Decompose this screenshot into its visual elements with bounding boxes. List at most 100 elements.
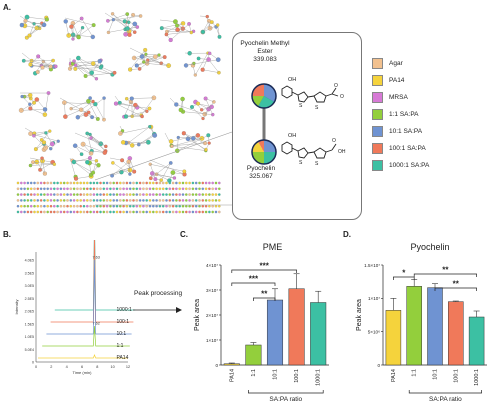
network-node	[79, 152, 84, 156]
network-node	[31, 160, 35, 165]
singleton-node	[23, 210, 26, 214]
singleton-node	[72, 187, 76, 191]
singleton-node	[95, 187, 99, 191]
singleton-node	[82, 210, 86, 214]
chrom-y-tick: 4.0E5	[25, 259, 34, 263]
singleton-node	[46, 199, 49, 202]
singleton-node	[175, 210, 178, 214]
panel-d-letter: D.	[343, 230, 351, 239]
singleton-node	[218, 181, 221, 185]
singleton-node	[128, 210, 132, 214]
singleton-node	[135, 210, 139, 214]
singleton-node	[198, 187, 201, 191]
bar	[427, 287, 443, 366]
singleton-node	[175, 181, 178, 185]
network-node	[28, 102, 32, 106]
y-tick-label: 0	[215, 363, 218, 368]
singleton-node	[181, 181, 185, 185]
singleton-node	[26, 187, 30, 191]
singleton-node	[29, 193, 33, 196]
pyochelin-name: Pyochelin	[246, 165, 276, 172]
legend-label: PA14	[389, 77, 405, 84]
singleton-node	[165, 181, 168, 185]
singleton-node	[66, 210, 69, 214]
singleton-node	[39, 181, 43, 185]
singleton-node	[69, 210, 73, 214]
singleton-node	[29, 204, 33, 208]
pme-node-label: Pyochelin Methyl Ester 339.083	[234, 40, 296, 64]
singleton-node	[36, 181, 40, 185]
singleton-node	[46, 187, 49, 191]
singleton-node	[211, 199, 214, 202]
singleton-node	[102, 193, 106, 196]
singleton-node	[59, 187, 63, 191]
singleton-node	[161, 187, 165, 191]
singleton-node	[33, 210, 36, 214]
network-node	[63, 114, 68, 119]
singleton-node	[16, 199, 20, 202]
singleton-node	[36, 193, 40, 196]
singleton-node	[23, 199, 26, 202]
singleton-node	[145, 181, 148, 185]
singleton-node	[191, 210, 195, 214]
singleton-node	[115, 199, 119, 202]
singleton-node	[119, 193, 122, 196]
singleton-node	[26, 210, 30, 214]
singleton-node	[194, 210, 198, 214]
category-label: PA14	[229, 369, 235, 382]
singleton-node	[56, 204, 59, 208]
singleton-node	[86, 181, 89, 185]
singleton-node	[43, 193, 46, 196]
singleton-node	[194, 187, 198, 191]
singleton-node	[76, 181, 79, 185]
singleton-node	[53, 187, 56, 191]
singleton-node	[152, 199, 155, 202]
singleton-node	[92, 187, 96, 191]
singleton-node	[128, 187, 132, 191]
singleton-node	[76, 187, 79, 191]
singleton-node	[125, 199, 129, 202]
singleton-node	[26, 193, 30, 196]
singleton-node	[23, 181, 26, 185]
singleton-node	[168, 210, 172, 214]
chrom-x-tick: 0	[35, 365, 37, 369]
singleton-node	[201, 210, 205, 214]
chrom-trace-label: 100:1	[116, 319, 129, 325]
singleton-node	[198, 199, 201, 202]
chrom-trace	[50, 240, 134, 323]
singleton-node	[105, 199, 109, 202]
singleton-node	[171, 199, 175, 202]
singleton-node	[105, 181, 109, 185]
singleton-node	[132, 181, 135, 185]
singleton-node	[165, 210, 168, 214]
singleton-node	[214, 193, 218, 196]
category-label: 10:1	[433, 369, 439, 380]
chromatogram: 4.0E53.5E53.0E52.5E52.0E51.5E51.0E55.0E4…	[14, 240, 182, 375]
singleton-node	[171, 187, 175, 191]
singleton-node	[86, 204, 89, 208]
category-label: 100:1	[294, 369, 300, 383]
singleton-node	[109, 187, 112, 191]
singleton-node	[142, 210, 145, 214]
svg-text:S: S	[299, 103, 303, 109]
singleton-node	[214, 199, 218, 202]
singleton-node	[53, 199, 56, 202]
singleton-node	[109, 193, 112, 196]
singleton-node	[168, 199, 172, 202]
singleton-node	[158, 181, 162, 185]
singleton-node	[33, 199, 36, 202]
singleton-node	[132, 199, 135, 202]
singleton-node	[161, 210, 165, 214]
singleton-node	[99, 181, 102, 185]
singleton-node	[20, 210, 23, 214]
singleton-node	[158, 199, 162, 202]
singleton-node	[178, 181, 181, 185]
singleton-node	[152, 181, 155, 185]
singleton-node	[62, 199, 66, 202]
category-label: 1000:1	[316, 369, 322, 386]
significance-stars: ***	[249, 275, 259, 284]
singleton-node	[89, 199, 92, 202]
singleton-node	[175, 199, 178, 202]
singleton-node	[191, 199, 195, 202]
singleton-node	[148, 193, 152, 196]
